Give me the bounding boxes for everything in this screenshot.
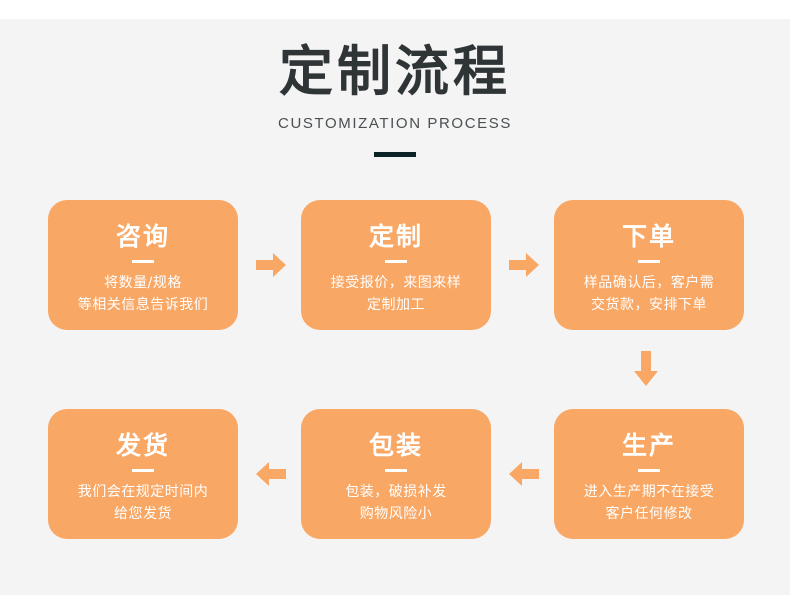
arrow-right-icon [507, 248, 541, 282]
page-subtitle: CUSTOMIZATION PROCESS [278, 115, 512, 132]
step-desc-line-2: 交货款，安排下单 [591, 297, 707, 313]
step-divider [638, 469, 660, 472]
step-card-customize[interactable]: 定制 接受报价，来图来样 定制加工 [301, 200, 491, 330]
step-card-consult[interactable]: 咨询 将数量/规格 等相关信息告诉我们 [48, 200, 238, 330]
step-card-order[interactable]: 下单 样品确认后，客户需 交货款，安排下单 [554, 200, 744, 330]
step-desc-line-2: 定制加工 [367, 297, 425, 313]
arrow-left-icon [507, 457, 541, 491]
step-desc-line-1: 接受报价，来图来样 [330, 275, 462, 291]
step-title: 下单 [621, 222, 676, 251]
step-title: 定制 [368, 222, 423, 251]
arrow-right-icon [254, 248, 288, 282]
step-desc-line-1: 进入生产期不在接受 [583, 484, 715, 500]
step-desc-line-2: 等相关信息告诉我们 [77, 297, 209, 313]
header: 定制流程 CUSTOMIZATION PROCESS [0, 41, 790, 157]
step-desc-line-1: 我们会在规定时间内 [77, 484, 209, 500]
page-title: 定制流程 [279, 40, 511, 103]
step-divider [638, 260, 660, 263]
step-divider [385, 260, 407, 263]
step-desc-line-1: 包装，破损补发 [345, 484, 447, 500]
step-card-production[interactable]: 生产 进入生产期不在接受 客户任何修改 [554, 409, 744, 539]
step-desc-line-1: 将数量/规格 [104, 275, 182, 291]
step-desc-line-1: 样品确认后，客户需 [583, 275, 715, 291]
step-title: 包装 [368, 431, 423, 460]
title-underline-rule [374, 152, 416, 157]
step-desc-line-2: 客户任何修改 [605, 506, 693, 522]
step-desc-line-2: 给您发货 [114, 506, 172, 522]
step-title: 咨询 [115, 222, 170, 251]
step-divider [132, 469, 154, 472]
arrow-down-icon [629, 349, 663, 389]
step-card-shipping[interactable]: 发货 我们会在规定时间内 给您发货 [48, 409, 238, 539]
step-title: 发货 [115, 431, 170, 460]
step-divider [385, 469, 407, 472]
step-divider [132, 260, 154, 263]
step-desc-line-2: 购物风险小 [359, 506, 433, 522]
arrow-left-icon [254, 457, 288, 491]
step-card-packaging[interactable]: 包装 包装，破损补发 购物风险小 [301, 409, 491, 539]
step-title: 生产 [621, 431, 676, 460]
